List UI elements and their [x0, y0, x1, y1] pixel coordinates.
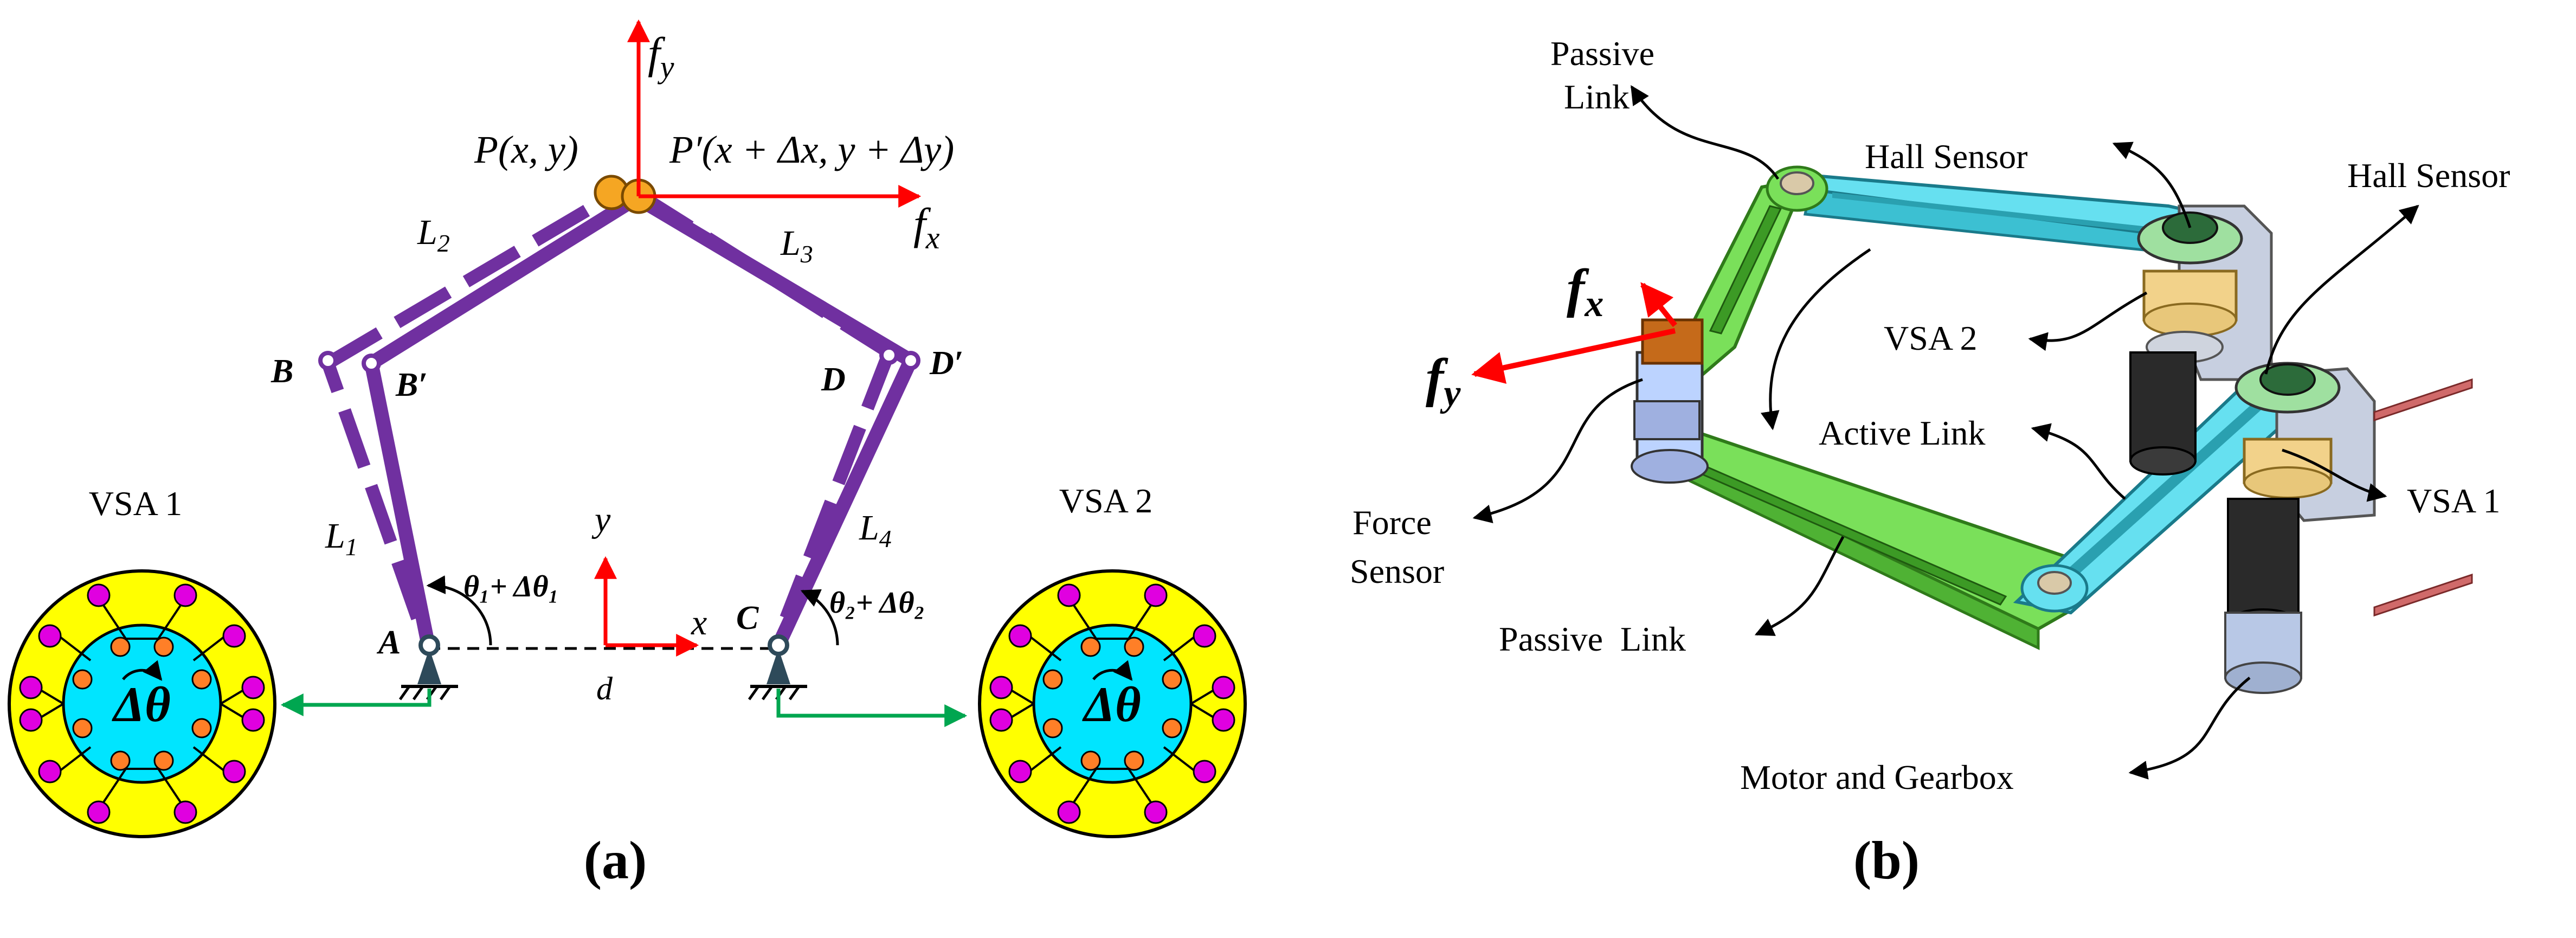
- passive-link-bottom-render: [1639, 421, 2106, 650]
- linkage-solid: [364, 191, 918, 652]
- hub-bottom-middle: [2020, 564, 2089, 613]
- output-arrow-left: [280, 689, 432, 716]
- vsa-2-title: VSA 2: [1059, 481, 1153, 520]
- axis-y-label: y: [591, 500, 611, 539]
- joint-d-prime: [901, 351, 920, 370]
- vsa-1-title: VSA 1: [89, 484, 183, 523]
- angle-arc-2: [800, 589, 839, 646]
- panel-b: Passive Link Hall Sensor Hall Sensor VSA…: [1350, 34, 2510, 890]
- angle-2-label: θ₂+ Δθ₂: [829, 586, 925, 620]
- callout-leaders: [1472, 85, 2419, 780]
- vsa-2-delta-theta: Δθ: [1081, 677, 1141, 732]
- force-sensor-render: [1631, 318, 1709, 484]
- angle-arc-1: [426, 575, 492, 646]
- vsa-2-callout: VSA 2: [1884, 319, 1978, 357]
- passive-link-top-label-2: Link: [1564, 78, 1630, 116]
- joint-b: [318, 351, 338, 370]
- link-l4-label: L4: [859, 508, 892, 552]
- force-sensor-label-2: Sensor: [1350, 552, 1444, 590]
- hub-top-left: [1766, 165, 1828, 212]
- link-l2-label: L2: [417, 213, 450, 257]
- vsa-2-diagram: [978, 569, 1247, 838]
- joint-c: [768, 634, 789, 656]
- vsa-1-delta-theta: Δθ: [111, 677, 170, 732]
- joint-a-label: A: [376, 624, 401, 661]
- joint-b-label: B: [271, 353, 293, 390]
- ground-symbol-c: [748, 648, 807, 701]
- joints: [318, 345, 920, 373]
- joint-b-prime: [362, 354, 381, 373]
- panel-b-force-fx-label: fx: [1567, 258, 1603, 325]
- vsa-2-actuator-render: [2129, 204, 2273, 476]
- motor-gearbox-label: Motor and Gearbox: [1740, 758, 2014, 796]
- panel-a: Δθ: [8, 19, 1247, 890]
- output-arrow-right: [776, 689, 968, 727]
- vsa-1-diagram: [8, 569, 276, 838]
- joint-d: [879, 345, 899, 365]
- hall-sensor-1-label: Hall Sensor: [1865, 137, 2027, 176]
- panel-b-force-fx-arrow: [1640, 282, 1677, 327]
- link-l3-label: L3: [780, 223, 813, 268]
- point-p-prime-label: P′(x + Δx, y + Δy): [669, 128, 954, 171]
- angle-1-label: θ₁+ Δθ₁: [463, 570, 559, 603]
- point-p-label: P(x, y): [474, 128, 578, 171]
- passive-link-top-label-1: Passive: [1550, 34, 1654, 73]
- link-l2: [364, 191, 644, 370]
- force-fy-label: fy: [648, 28, 674, 85]
- joint-a: [418, 634, 440, 656]
- hall-sensor-2-label: Hall Sensor: [2347, 156, 2510, 195]
- axis-x-label: x: [691, 603, 707, 643]
- panel-a-label: (a): [584, 830, 647, 890]
- joint-d-prime-label: D′: [929, 345, 963, 382]
- joint-c-label: C: [736, 600, 759, 637]
- link-l3: [630, 191, 918, 368]
- panel-b-force-fy-arrow: [1471, 328, 1676, 384]
- ground-symbol-a: [398, 648, 458, 701]
- force-fx-label: fx: [913, 199, 940, 255]
- joint-b-prime-label: B′: [395, 367, 428, 403]
- joint-d-label: D: [821, 361, 846, 398]
- vsa-1-actuator-render: [2224, 362, 2473, 694]
- link-l4: [771, 354, 918, 652]
- panel-b-force-fy-label: fy: [1426, 348, 1461, 414]
- link-l1-label: L1: [325, 516, 358, 561]
- force-sensor-label-1: Force: [1353, 503, 1432, 542]
- passive-link-bottom-label: Passive Link: [1499, 620, 1686, 658]
- distance-d-label: d: [596, 671, 613, 706]
- active-link-label: Active Link: [1819, 414, 1985, 452]
- panel-b-label: (b): [1853, 830, 1920, 890]
- link-l1: [364, 356, 435, 652]
- vsa-1-callout: VSA 1: [2407, 481, 2501, 520]
